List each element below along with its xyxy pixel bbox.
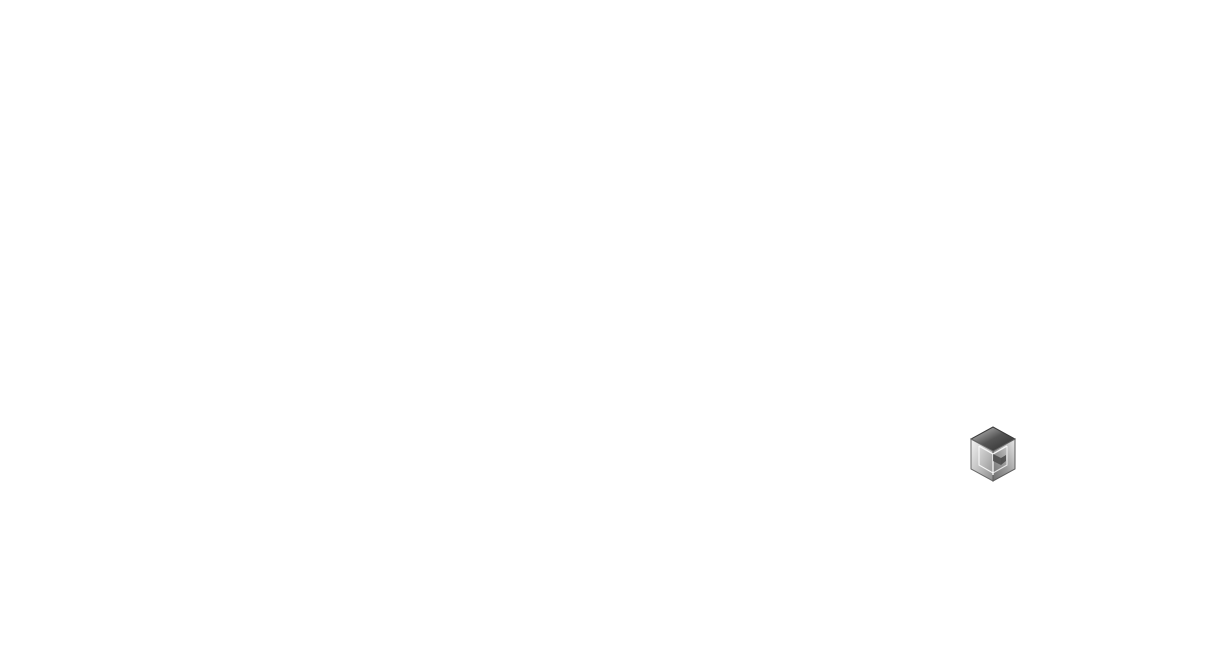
cube-logo-icon [968,425,1018,483]
